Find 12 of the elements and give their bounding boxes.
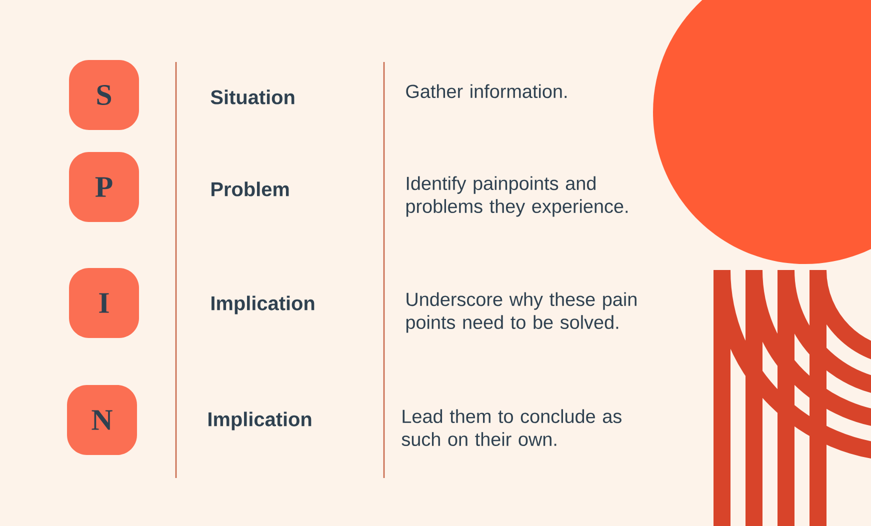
letter-tile: P [69, 152, 139, 222]
step-heading: Problem [212, 182, 289, 196]
step-heading: Situation [210, 90, 294, 104]
letter-tile: I [69, 268, 139, 338]
step-description: Underscore why these pain points need to be solved. [406, 292, 636, 333]
step-description: Lead them to conclude as such on their own. [402, 409, 622, 446]
letter-tile: S [69, 60, 139, 130]
step-heading: Implication [212, 296, 314, 314]
step-description: Gather information. [406, 84, 567, 98]
step-heading: Implication [208, 412, 312, 430]
letter-tile: N [67, 385, 137, 455]
step-description: Identify painpoints and problems they experience. [406, 176, 628, 217]
